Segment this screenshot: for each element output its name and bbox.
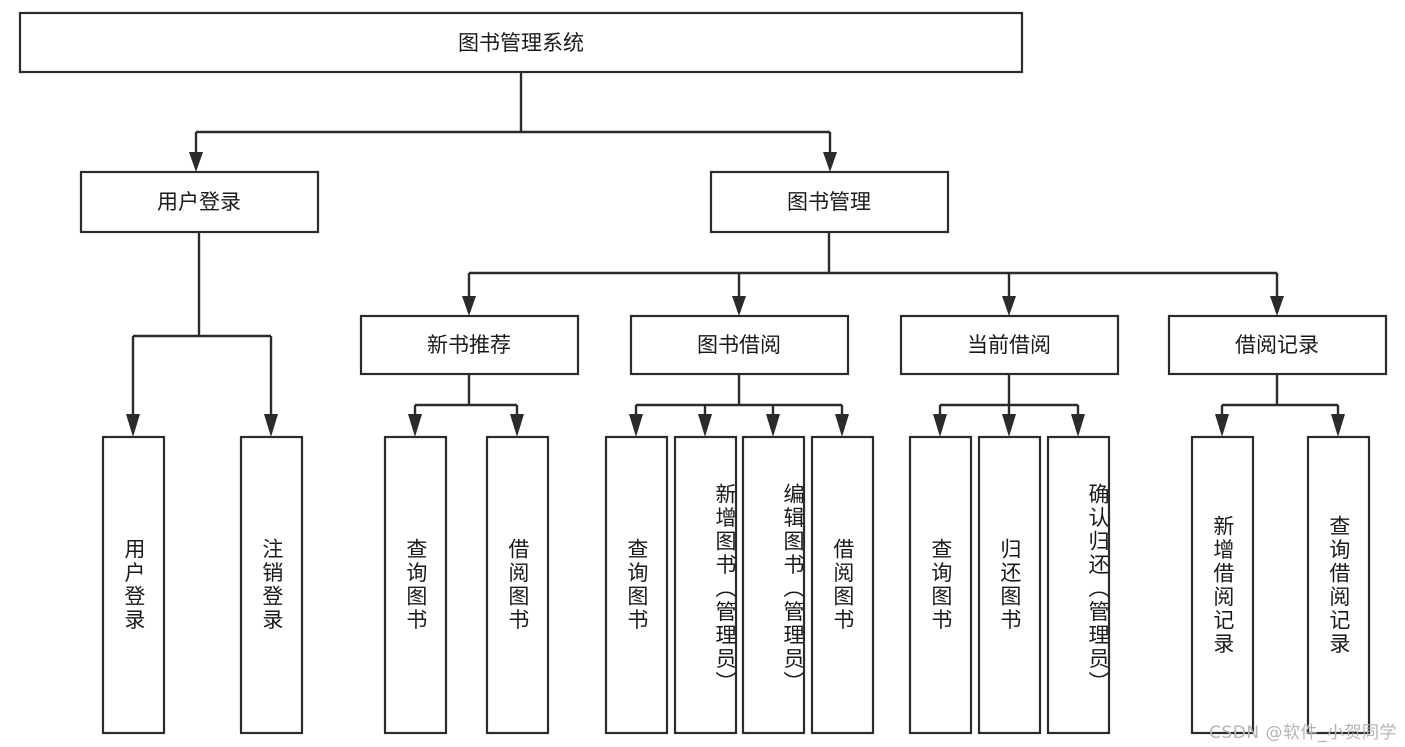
arrow-to-leaf-return-book [1002, 414, 1016, 437]
node-box-borrow-record[interactable] [1167, 314, 1388, 376]
node-label-current-borrow: 当前借阅 [967, 333, 1051, 357]
watermark-text: CSDN @软件_小贺同学 [1209, 723, 1397, 743]
node-box-leaf-query-book-2[interactable] [604, 435, 669, 735]
node-label-borrow-record: 借阅记录 [1235, 333, 1319, 357]
node-box-leaf-query-record[interactable] [1306, 435, 1371, 735]
node-box-leaf-confirm-return[interactable] [1046, 435, 1111, 735]
arrow-to-leaf-user-login [126, 414, 140, 437]
arrow-to-leaf-add-book [698, 414, 712, 437]
node-box-leaf-return-book[interactable] [977, 435, 1042, 735]
node-box-user-login[interactable] [79, 170, 320, 234]
node-box-root[interactable] [18, 11, 1024, 74]
arrow-to-current-borrow [1002, 296, 1016, 316]
node-box-leaf-borrow-book-1[interactable] [485, 435, 550, 735]
arrow-to-leaf-query-book-1 [408, 414, 422, 437]
node-box-leaf-borrow-book-2[interactable] [810, 435, 875, 735]
node-label-book-borrow: 图书借阅 [697, 333, 781, 357]
node-box-book-manage[interactable] [709, 170, 950, 234]
node-box-leaf-add-record[interactable] [1190, 435, 1255, 735]
arrow-to-leaf-query-book-2 [629, 414, 643, 437]
node-box-leaf-query-book-3[interactable] [908, 435, 973, 735]
node-box-leaf-user-login[interactable] [101, 435, 166, 735]
arrow-to-leaf-query-record [1331, 414, 1345, 437]
node-box-leaf-query-book-1[interactable] [383, 435, 448, 735]
arrow-to-leaf-borrow-book-1 [510, 414, 524, 437]
arrow-to-leaf-query-book-3 [933, 414, 947, 437]
node-layer: 图书管理系统 用户登录 图书管理 新书推荐 图书借阅 当前借阅 借阅记录 [18, 11, 1388, 735]
arrow-to-leaf-add-record [1215, 414, 1229, 437]
node-label-user-login: 用户登录 [157, 190, 241, 214]
node-label-root: 图书管理系统 [458, 31, 584, 55]
arrow-to-leaf-edit-book [766, 414, 780, 437]
node-label-new-book-recommend: 新书推荐 [427, 333, 511, 357]
node-box-leaf-logout-login[interactable] [239, 435, 304, 735]
arrow-to-leaf-borrow-book-2 [835, 414, 849, 437]
arrow-to-new-book-recommend [462, 296, 476, 316]
arrow-to-borrow-record [1270, 296, 1284, 316]
node-box-new-book-recommend[interactable] [359, 314, 580, 376]
node-box-book-borrow[interactable] [629, 314, 850, 376]
arrow-to-leaf-confirm-return [1071, 414, 1085, 437]
node-box-leaf-add-book[interactable] [673, 435, 738, 735]
node-box-leaf-edit-book[interactable] [741, 435, 806, 735]
arrow-to-book-borrow [732, 296, 746, 316]
node-label-book-manage: 图书管理 [787, 190, 871, 214]
arrow-to-user-login [189, 152, 203, 172]
connector-layer [126, 72, 1345, 437]
arrow-to-book-manage [823, 152, 837, 172]
node-box-current-borrow[interactable] [899, 314, 1120, 376]
arrow-to-leaf-logout-login [264, 414, 278, 437]
